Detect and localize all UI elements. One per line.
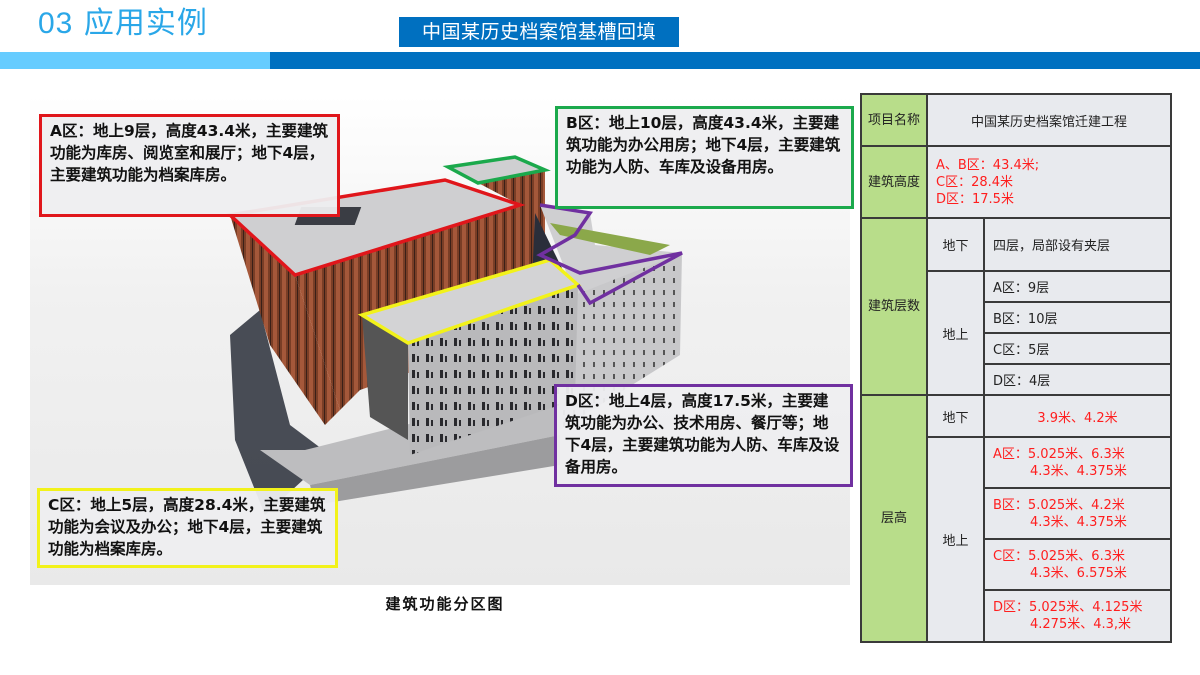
zone-a-callout: A区：地上9层，高度43.4米，主要建筑功能为库房、阅览室和展厅；地下4层，主要… bbox=[39, 114, 340, 217]
building-height-label: 建筑高度 bbox=[860, 145, 928, 219]
floor-height-b-line2: 4.3米、4.375米 bbox=[1030, 514, 1127, 530]
project-tag: 中国某历史档案馆基槽回填 bbox=[399, 17, 679, 47]
banner-dark-bar bbox=[270, 52, 1200, 69]
floors-zone-c: C区：5层 bbox=[983, 332, 1172, 365]
table-row-floor-height-a: 地上 A区：5.025米、6.3米 4.3米、4.375米 bbox=[861, 436, 1172, 643]
zone-c-callout: C区：地上5层，高度28.4米，主要建筑功能为会议及办公；地下4层，主要建筑功能… bbox=[37, 488, 338, 568]
table-row-floors-b: B区：10层 bbox=[861, 301, 1172, 334]
floor-height-a-line1: A区：5.025米、6.3米 bbox=[993, 446, 1125, 462]
height-line-c: C区：28.4米 bbox=[936, 174, 1014, 190]
floor-height-underground-value: 3.9米、4.2米 bbox=[983, 394, 1172, 438]
floor-height-above-label: 地上 bbox=[926, 436, 985, 643]
banner-light-bar bbox=[0, 52, 270, 69]
project-name-label: 项目名称 bbox=[860, 93, 928, 147]
floor-height-zone-d: D区：5.025米、4.125米 4.275米、4.3,米 bbox=[983, 589, 1172, 643]
floor-height-d-line2: 4.275米、4.3,米 bbox=[1030, 617, 1132, 632]
project-name-value: 中国某历史档案馆迁建工程 bbox=[926, 93, 1172, 147]
floors-zone-b: B区：10层 bbox=[983, 301, 1172, 334]
table-row-floors-a: 地上 A区：9层 bbox=[861, 270, 1172, 396]
floor-height-zone-a: A区：5.025米、6.3米 4.3米、4.375米 bbox=[983, 436, 1172, 489]
table-row-floor-height-d: D区：5.025米、4.125米 4.275米、4.3,米 bbox=[861, 589, 1172, 643]
zone-b-callout: B区：地上10层，高度43.4米，主要建筑功能为办公用房；地下4层，主要建筑功能… bbox=[555, 106, 854, 209]
section-title-text: 应用实例 bbox=[83, 6, 208, 41]
table-row-floors-d: D区：4层 bbox=[861, 363, 1172, 396]
floor-height-zone-b: B区：5.025米、4.2米 4.3米、4.375米 bbox=[983, 487, 1172, 540]
floor-height-zone-c: C区：5.025米、6.3米 4.3米、6.575米 bbox=[983, 538, 1172, 591]
floor-height-b-line1: B区：5.025米、4.2米 bbox=[993, 497, 1125, 513]
height-line-d: D区：17.5米 bbox=[936, 191, 1014, 207]
building-height-value: A、B区：43.4米; C区：28.4米 D区：17.5米 bbox=[926, 145, 1172, 219]
table-row-floor-height-b: B区：5.025米、4.2米 4.3米、4.375米 bbox=[861, 487, 1172, 540]
table-row-floors-c: C区：5层 bbox=[861, 332, 1172, 365]
floors-underground-value: 四层，局部设有夹层 bbox=[983, 217, 1172, 272]
floors-zone-a: A区：9层 bbox=[983, 270, 1172, 303]
table-row-project-name: 项目名称 中国某历史档案馆迁建工程 bbox=[860, 93, 1172, 147]
floor-height-c-line2: 4.3米、6.575米 bbox=[1030, 565, 1127, 581]
table-row-floors-underground: 建筑层数 地下 四层，局部设有夹层 bbox=[860, 217, 1172, 396]
figure-caption: 建筑功能分区图 bbox=[385, 595, 505, 613]
floor-height-label: 层高 bbox=[860, 394, 928, 643]
floors-label: 建筑层数 bbox=[860, 217, 928, 396]
section-number: 03 bbox=[38, 7, 74, 40]
floor-height-d-line1: D区：5.025米、4.125米 bbox=[993, 600, 1143, 615]
floor-height-c-line1: C区：5.025米、6.3米 bbox=[993, 548, 1125, 564]
project-info-table: 项目名称 中国某历史档案馆迁建工程 建筑高度 A、B区：43.4米; C区：28… bbox=[860, 93, 1172, 643]
floors-zone-d: D区：4层 bbox=[983, 363, 1172, 396]
floor-height-underground-label: 地下 bbox=[926, 394, 985, 438]
table-row-floor-height-underground: 层高 地下 3.9米、4.2米 bbox=[860, 394, 1172, 643]
floors-underground-label: 地下 bbox=[926, 217, 985, 272]
table-row-floor-height-c: C区：5.025米、6.3米 4.3米、6.575米 bbox=[861, 538, 1172, 591]
zone-d-callout: D区：地上4层，高度17.5米，主要建筑功能为办公、技术用房、餐厅等；地下4层，… bbox=[554, 384, 853, 487]
height-line-ab: A、B区：43.4米; bbox=[936, 157, 1040, 173]
section-title: 03 应用实例 bbox=[38, 4, 208, 44]
floors-above-label: 地上 bbox=[926, 270, 985, 396]
building-illustration bbox=[226, 155, 683, 515]
table-row-building-height: 建筑高度 A、B区：43.4米; C区：28.4米 D区：17.5米 bbox=[860, 145, 1172, 219]
floor-height-a-line2: 4.3米、4.375米 bbox=[1030, 463, 1127, 479]
